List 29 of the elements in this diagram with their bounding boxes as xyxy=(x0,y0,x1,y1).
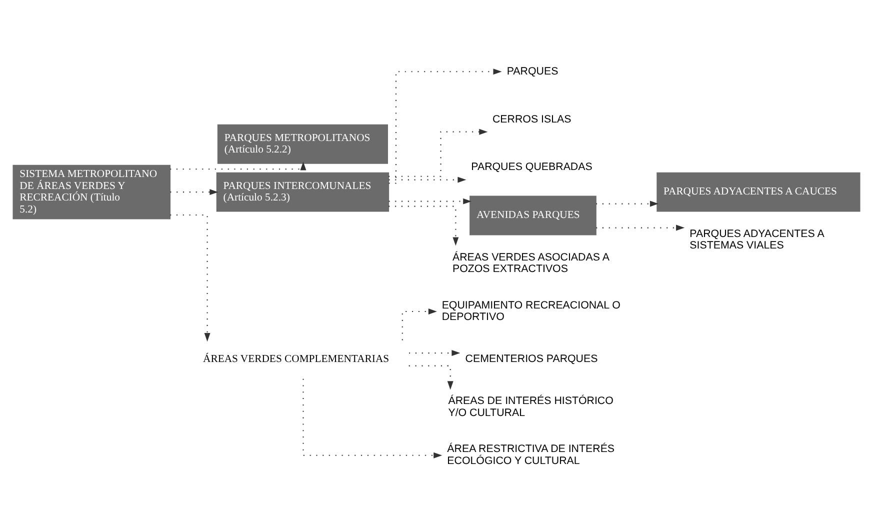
node-box: PARQUES METROPOLITANOS (Artículo 5.2.2) xyxy=(216,124,388,164)
node-text: ÁREAS DE INTERÉS HISTÓRICO Y/O CULTURAL xyxy=(448,395,613,419)
node-text: PARQUES ADYACENTES A SISTEMAS VIALES xyxy=(689,228,824,252)
arrow xyxy=(388,176,466,183)
arrow xyxy=(596,224,684,231)
arrow xyxy=(388,198,472,204)
arrow xyxy=(401,308,436,340)
arrow xyxy=(408,350,460,356)
node-text: PARQUES xyxy=(506,65,558,78)
node-text: PARQUES QUEBRADAS xyxy=(470,161,592,174)
arrow xyxy=(388,206,458,246)
node-text: ÁREAS VERDES ASOCIADAS A POZOS EXTRACTIVOS xyxy=(452,251,609,276)
node-box: AVENIDAS PARQUES xyxy=(469,196,596,236)
node-box: SISTEMA METROPOLITANO DE ÁREAS VERDES Y RECREACIÓN (Título 5.2) xyxy=(12,164,170,220)
node-text: EQUIPAMIENTO RECREACIONAL O DEPORTIVO xyxy=(441,299,620,323)
arrow xyxy=(596,200,658,207)
arrow xyxy=(388,68,502,184)
node-text: CEMENTERIOS PARQUES xyxy=(464,353,598,366)
arrow xyxy=(408,365,453,390)
node-box: PARQUES INTERCOMUNALES (Artículo 5.2.3) xyxy=(216,172,389,212)
node-box: PARQUES ADYACENTES A CAUCES xyxy=(656,172,860,212)
arrow xyxy=(388,128,488,177)
node-text: CERROS ISLAS xyxy=(492,113,571,126)
node-text: ÁREAS VERDES COMPLEMENTARIAS xyxy=(202,354,389,366)
arrow xyxy=(302,378,442,458)
node-text: ÁREA RESTRICTIVA DE INTERÉS ECOLÓGICO Y CULTURAL xyxy=(446,443,614,467)
arrow xyxy=(170,162,306,170)
arrow xyxy=(170,214,210,342)
arrow xyxy=(170,189,218,196)
